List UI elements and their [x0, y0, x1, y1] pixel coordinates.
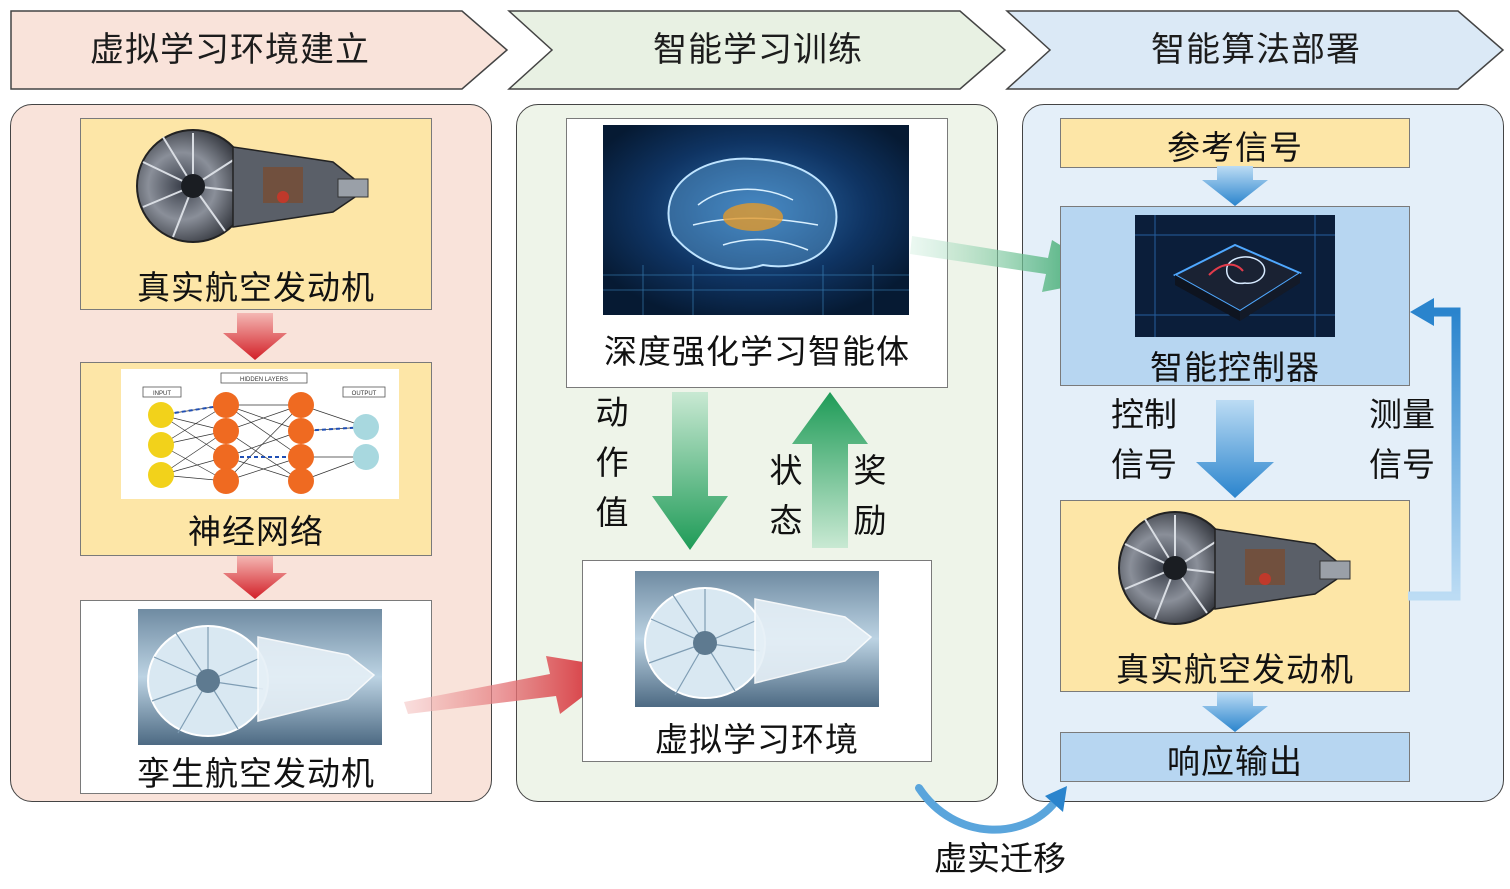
reference-signal-label: 参考信号	[1167, 128, 1303, 167]
control-signal-line-2: 信号	[1111, 445, 1177, 484]
green-arrow-feedback	[792, 392, 868, 548]
real-engine-box-right: 真实航空发动机	[1060, 500, 1410, 692]
action-char-1: 动	[595, 393, 629, 432]
agent-box: 深度强化学习智能体	[566, 118, 948, 388]
state-char-2: 态	[769, 501, 803, 540]
red-arrow-down-2	[223, 556, 287, 599]
nn-input-label: INPUT	[153, 391, 171, 397]
virtual-env-box: 虚拟学习环境	[582, 560, 932, 762]
measure-signal-line-1: 测量	[1369, 395, 1435, 434]
neural-network-image: INPUT HIDDEN LAYERS OUTPUT	[121, 369, 399, 499]
control-signal-line-1: 控制	[1111, 395, 1177, 434]
response-output-label: 响应输出	[1167, 742, 1303, 781]
agent-label: 深度强化学习智能体	[604, 332, 910, 371]
nn-output-label: OUTPUT	[352, 391, 377, 397]
ai-chip-image	[1135, 215, 1335, 337]
twin-engine-box: 孪生航空发动机	[80, 600, 432, 794]
blue-arrow-control-signal	[1196, 400, 1274, 498]
stage-banner-1-label: 虚拟学习环境建立	[90, 30, 370, 70]
action-char-2: 作	[595, 443, 629, 482]
red-arrow-down-1	[223, 313, 287, 360]
brain-image	[603, 125, 909, 315]
measure-signal-line-2: 信号	[1369, 445, 1435, 484]
nn-hidden-label: HIDDEN LAYERS	[240, 377, 288, 383]
transfer-label: 虚实迁移	[934, 839, 1066, 878]
virtual-env-label: 虚拟学习环境	[655, 720, 859, 759]
stage-banner-2-label: 智能学习训练	[653, 30, 863, 70]
real-engine-box-left: 真实航空发动机	[80, 118, 432, 310]
stage-banner-1-shape	[10, 10, 509, 90]
twin-engine-image	[138, 609, 382, 745]
virtual-engine-image	[635, 571, 879, 707]
controller-label: 智能控制器	[1150, 348, 1320, 387]
neural-network-label: 神经网络	[188, 512, 324, 551]
blue-arrow-ref-to-controller	[1202, 166, 1268, 206]
stage-banner-3: 智能算法部署	[1005, 10, 1506, 90]
green-arrow-action	[652, 392, 728, 550]
stage-banner-1: 虚拟学习环境建立	[10, 10, 510, 90]
red-arrow-twin-to-env	[404, 656, 620, 714]
controller-box: 智能控制器	[1060, 206, 1410, 387]
turbofan-engine-image	[136, 129, 369, 243]
stage-banner-3-shape	[1005, 10, 1505, 90]
blue-arrow-engine-to-output	[1202, 692, 1268, 732]
stage-banner-3-label: 智能算法部署	[1151, 30, 1361, 70]
reward-char-1: 奖	[853, 451, 887, 490]
neural-network-box: INPUT HIDDEN LAYERS OUTPUT 神经网络	[80, 362, 432, 556]
real-engine-label-left: 真实航空发动机	[137, 268, 375, 307]
transfer-curved-arrow	[915, 784, 1067, 834]
twin-engine-label: 孪生航空发动机	[137, 754, 375, 793]
stage-banner-2: 智能学习训练	[507, 10, 1008, 90]
blue-feedback-arrow	[1408, 298, 1461, 601]
turbofan-engine-image-right	[1118, 511, 1351, 625]
response-output-box: 响应输出	[1060, 732, 1410, 782]
stage-banner-2-shape	[507, 10, 1007, 90]
real-engine-label-right: 真实航空发动机	[1116, 650, 1354, 689]
state-char-1: 状	[769, 451, 803, 490]
action-char-3: 值	[595, 493, 629, 532]
reference-signal-box: 参考信号	[1060, 118, 1410, 168]
reward-char-2: 励	[853, 501, 887, 540]
